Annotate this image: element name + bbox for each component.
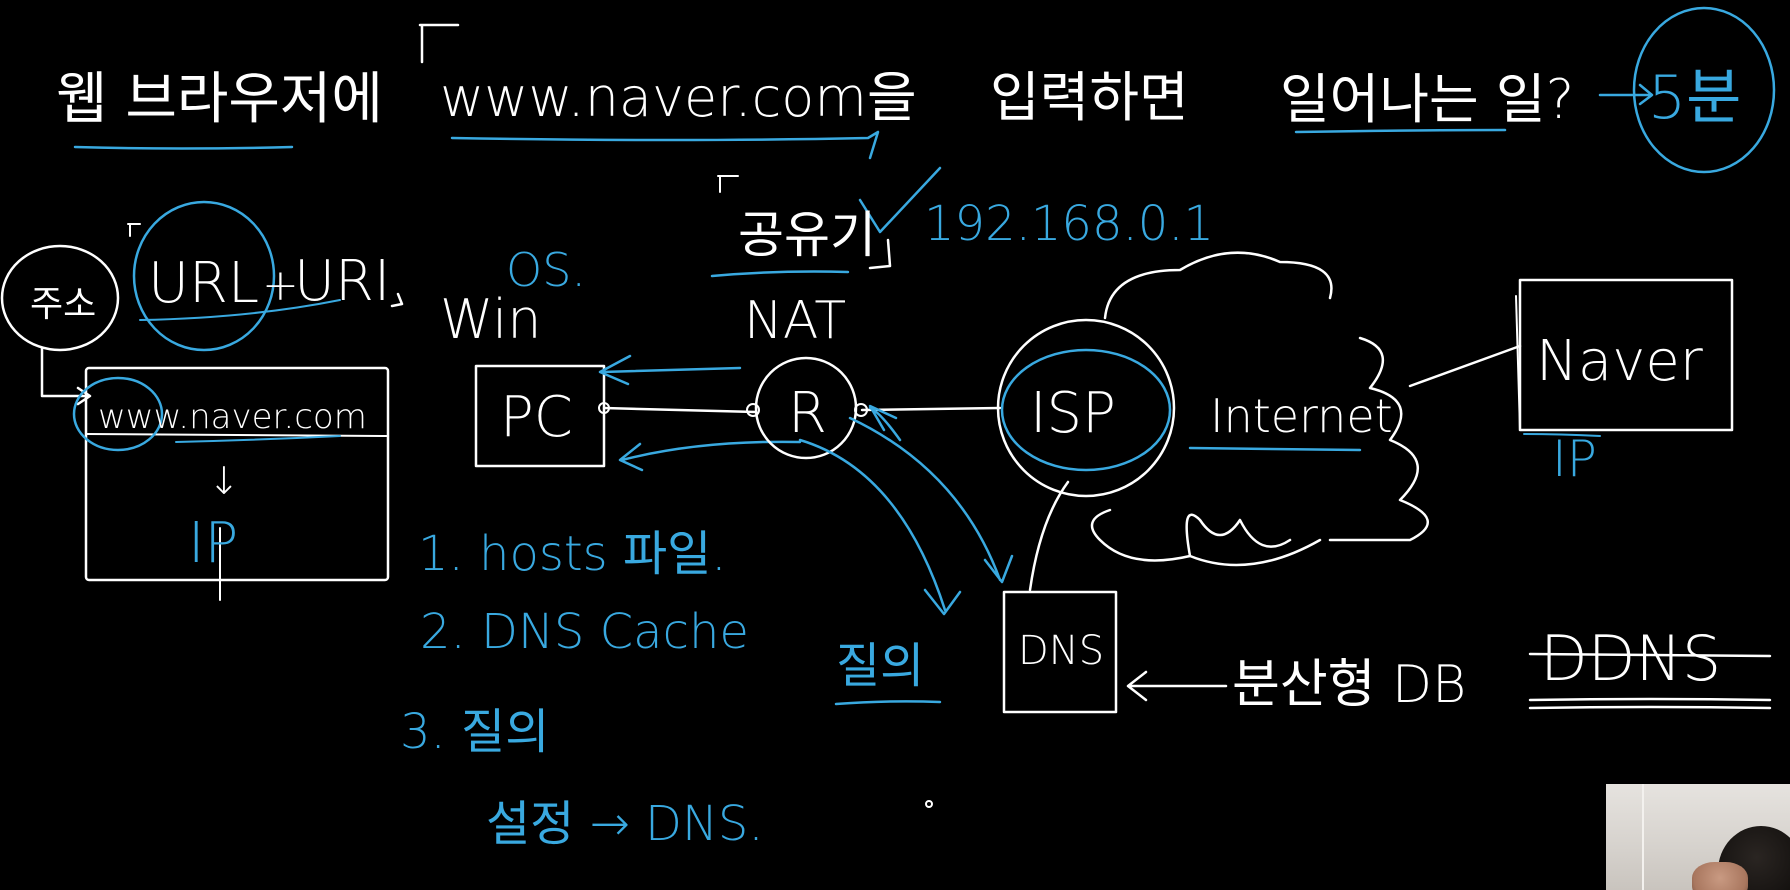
blue-arrow-to-pc (598, 354, 742, 386)
lookup-step-1: 1. hosts 파일. (418, 526, 727, 582)
browser-ip-label: IP (188, 511, 238, 576)
address-arrow (40, 346, 92, 406)
router-bracket-close (868, 238, 892, 270)
lookup-step-2: 2. DNS Cache (420, 604, 749, 660)
router-ip-label: 192.168.0.1 (924, 196, 1214, 252)
cloud-naver-link (1408, 344, 1522, 388)
www-circle (72, 376, 164, 452)
title-url-phrase: www.naver.com을 (440, 66, 917, 129)
stray-dot (925, 800, 933, 808)
title-suffix: 일어나는 일? (1280, 68, 1574, 131)
router-check (858, 166, 942, 234)
address-circle (0, 244, 120, 352)
isp-circle (996, 318, 1176, 498)
router-box-label: R (788, 381, 827, 446)
naver-box-left-edge (1515, 295, 1521, 431)
url-bracket-tick (127, 223, 141, 237)
distributed-db-label: 분산형 DB (1232, 655, 1466, 715)
router-label-underline (710, 270, 850, 278)
isp-dns-link (1028, 480, 1070, 592)
address-underline (175, 435, 341, 443)
title-prefix: 웹 브라우저에 (56, 67, 383, 132)
time-arrow (1598, 83, 1654, 106)
url-label: URL (148, 251, 259, 316)
ddns-strikethrough (1528, 652, 1772, 658)
pc-box (474, 364, 606, 468)
url-uri-underline (139, 299, 341, 321)
internet-underline (1188, 446, 1362, 452)
router-isp-link (860, 406, 1002, 412)
pc-os-tag: OS. (506, 243, 586, 297)
blue-query-curve-1 (848, 416, 1014, 584)
url-uri-bracket (390, 292, 404, 308)
pc-router-link (602, 406, 758, 414)
dns-arrow (1126, 670, 1228, 702)
pc-box-label: PC (500, 385, 573, 450)
naver-bottom-underline (1523, 433, 1601, 437)
webcam-person-face (1692, 862, 1748, 890)
naver-label: Naver (1536, 329, 1703, 394)
pc-os-label: Win (440, 288, 541, 351)
blue-arrow-return (618, 440, 802, 472)
pc-port-dot (598, 402, 610, 414)
router-nat-label: NAT (744, 291, 846, 351)
suffix-underline (1294, 128, 1507, 134)
router-left-port (746, 403, 760, 417)
url-underline (450, 130, 880, 160)
naver-ip-label: IP (1552, 430, 1597, 488)
address-label: 주소 (30, 284, 96, 325)
query-underline (834, 700, 942, 706)
webcam-overlay (1606, 784, 1790, 890)
webcam-wall-edge (1642, 784, 1644, 890)
uri-label: URI (294, 249, 390, 314)
title-time: 5분 (1648, 63, 1741, 133)
time-circle (1632, 6, 1776, 174)
browser-window (84, 366, 390, 582)
ddns-label: DDNS (1540, 622, 1721, 695)
title-verb: 입력하면 (990, 66, 1189, 129)
browser-down-arrow: ↓ (208, 459, 240, 503)
lookup-step-3: 3. 질의 (400, 704, 549, 760)
query-label: 질의 (836, 638, 924, 694)
isp-label: ISP (1030, 381, 1116, 446)
plus-label: + (262, 260, 299, 311)
internet-cloud (1090, 251, 1429, 567)
dns-label: DNS (1018, 628, 1104, 674)
title-bracket-open (418, 23, 460, 64)
internet-label: Internet (1210, 389, 1393, 443)
blue-query-curve-2 (798, 438, 962, 616)
naver-box (1518, 278, 1734, 432)
router-name-label: 공유기 (738, 206, 876, 264)
router-bracket-tick (717, 175, 739, 193)
blue-arrow-isp-to-router (868, 404, 902, 442)
dns-box (1002, 590, 1118, 714)
title-underline (73, 145, 294, 150)
browser-address-text: www.naver.com (98, 397, 367, 437)
ddns-underline-1 (1528, 697, 1772, 702)
setting-label: 설정 → DNS. (486, 796, 764, 852)
isp-blue-ring (1000, 348, 1172, 472)
url-circle (132, 200, 276, 352)
ddns-underline-2 (1528, 705, 1772, 710)
